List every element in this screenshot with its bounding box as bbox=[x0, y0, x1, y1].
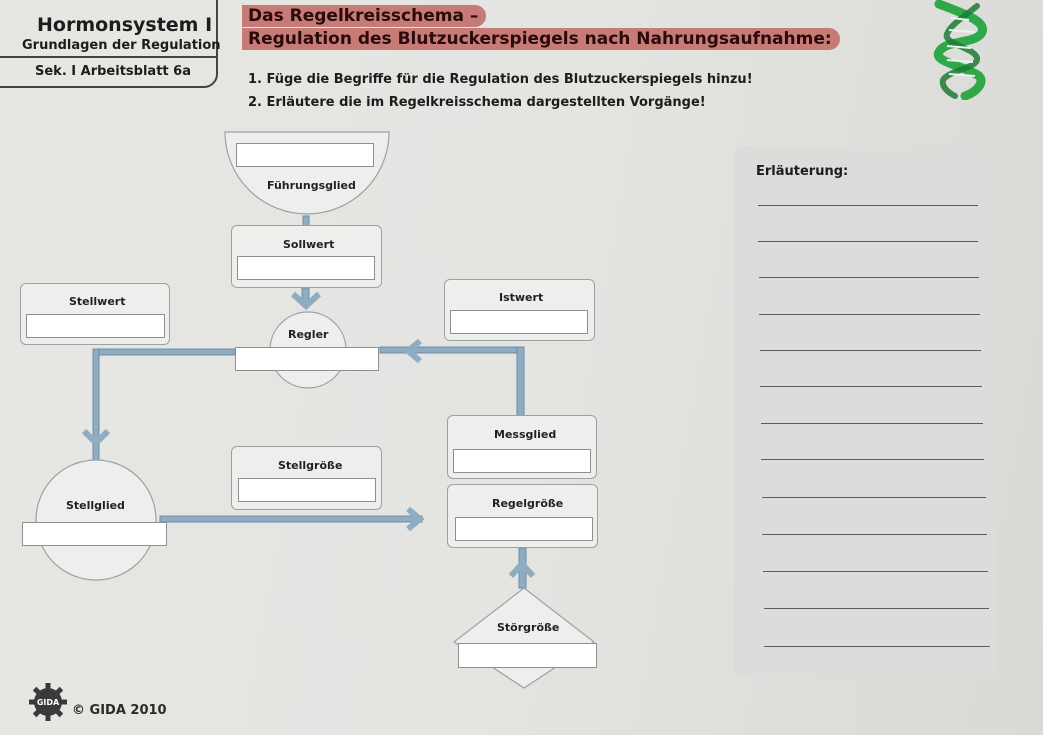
explanation-line[interactable] bbox=[760, 386, 982, 387]
explanation-line[interactable] bbox=[761, 459, 984, 460]
sollwert-answer-field[interactable] bbox=[237, 256, 375, 280]
explanation-panel bbox=[734, 146, 996, 678]
explanation-label: Erläuterung: bbox=[756, 164, 849, 179]
header-divider bbox=[0, 56, 216, 58]
stellwert-label: Stellwert bbox=[69, 295, 126, 308]
stoergroesse-answer-field[interactable] bbox=[458, 643, 597, 668]
messglied-label: Messglied bbox=[494, 428, 557, 441]
regler-label: Regler bbox=[288, 328, 329, 341]
regler-answer-field[interactable] bbox=[235, 347, 379, 371]
explanation-line[interactable] bbox=[764, 608, 989, 609]
task-2: 2. Erläutere die im Regelkreisschema dar… bbox=[248, 95, 706, 110]
explanation-line[interactable] bbox=[759, 277, 979, 278]
heading-line-2: Regulation des Blutzuckerspiegels nach N… bbox=[242, 28, 840, 50]
explanation-line[interactable] bbox=[759, 314, 980, 315]
task-1: 1. Füge die Begriffe für die Regulation … bbox=[248, 72, 753, 87]
heading-line-1: Das Regelkreisschema – bbox=[242, 5, 487, 27]
gida-logo-text: GIDA bbox=[37, 698, 60, 707]
dna-logo-icon bbox=[933, 0, 987, 100]
explanation-line[interactable] bbox=[764, 646, 990, 647]
regelgroesse-answer-field[interactable] bbox=[455, 517, 593, 541]
explanation-line[interactable] bbox=[758, 241, 978, 242]
messglied-answer-field[interactable] bbox=[453, 449, 591, 473]
fuehrungsglied-answer-field[interactable] bbox=[236, 143, 374, 167]
explanation-line[interactable] bbox=[763, 571, 988, 572]
stellglied-shape bbox=[35, 459, 157, 581]
explanation-line[interactable] bbox=[758, 205, 978, 206]
istwert-answer-field[interactable] bbox=[450, 310, 588, 334]
copyright-text: © GIDA 2010 bbox=[72, 703, 167, 718]
explanation-line[interactable] bbox=[760, 350, 981, 351]
explanation-line[interactable] bbox=[762, 534, 987, 535]
worksheet-title: Hormonsystem I bbox=[37, 14, 213, 36]
stellglied-label: Stellglied bbox=[66, 499, 125, 512]
worksheet-number: Sek. I Arbeitsblatt 6a bbox=[35, 64, 191, 79]
stellwert-answer-field[interactable] bbox=[26, 314, 165, 338]
stellgroesse-answer-field[interactable] bbox=[238, 478, 376, 502]
worksheet-subtitle: Grundlagen der Regulation bbox=[22, 38, 221, 53]
sollwert-label: Sollwert bbox=[283, 238, 335, 251]
header-box bbox=[0, 0, 218, 88]
stellglied-answer-field[interactable] bbox=[22, 522, 167, 546]
stoergroesse-label: Störgröße bbox=[497, 621, 560, 634]
stoergroesse-shape bbox=[452, 587, 596, 689]
explanation-line[interactable] bbox=[761, 423, 983, 424]
fuehrungsglied-label: Führungsglied bbox=[267, 179, 356, 192]
gida-gear-logo-icon: GIDA bbox=[29, 683, 67, 721]
stellgroesse-label: Stellgröße bbox=[278, 459, 343, 472]
istwert-label: Istwert bbox=[499, 291, 544, 304]
explanation-line[interactable] bbox=[762, 497, 986, 498]
regelgroesse-label: Regelgröße bbox=[492, 497, 564, 510]
